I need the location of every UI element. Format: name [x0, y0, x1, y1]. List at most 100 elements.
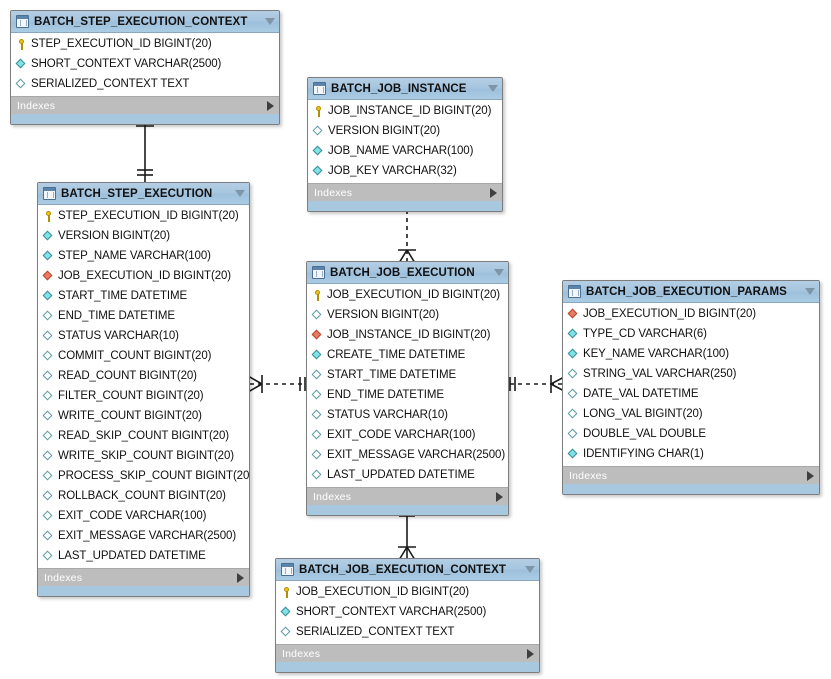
column-row[interactable]: STATUS VARCHAR(10) — [38, 326, 249, 346]
column-label: JOB_KEY VARCHAR(32) — [328, 165, 457, 177]
entity-header-batch_step_execution[interactable]: BATCH_STEP_EXECUTION — [38, 183, 249, 205]
not-null-diamond-icon — [568, 349, 579, 360]
column-row[interactable]: VERSION BIGINT(20) — [307, 305, 508, 325]
chevron-down-icon[interactable] — [265, 18, 275, 25]
entity-header-batch_job_execution[interactable]: BATCH_JOB_EXECUTION — [307, 262, 508, 284]
column-label: VERSION BIGINT(20) — [58, 230, 170, 242]
nullable-diamond-icon — [568, 429, 579, 440]
indexes-bar[interactable]: Indexes — [276, 644, 539, 662]
column-row[interactable]: STATUS VARCHAR(10) — [307, 405, 508, 425]
column-row[interactable]: JOB_EXECUTION_ID BIGINT(20) — [307, 285, 508, 305]
column-label: STATUS VARCHAR(10) — [58, 330, 179, 342]
column-row[interactable]: EXIT_MESSAGE VARCHAR(2500) — [307, 445, 508, 465]
column-list: JOB_EXECUTION_ID BIGINT(20) SHORT_CONTEXT… — [276, 581, 539, 644]
column-row[interactable]: END_TIME DATETIME — [307, 385, 508, 405]
indexes-bar[interactable]: Indexes — [563, 466, 819, 484]
chevron-right-icon[interactable] — [527, 648, 534, 659]
column-list: JOB_INSTANCE_ID BIGINT(20)VERSION BIGINT… — [308, 100, 502, 183]
indexes-bar[interactable]: Indexes — [308, 183, 502, 201]
column-row[interactable]: SHORT_CONTEXT VARCHAR(2500) — [11, 54, 279, 74]
column-row[interactable]: STRING_VAL VARCHAR(250) — [563, 364, 819, 384]
column-row[interactable]: JOB_NAME VARCHAR(100) — [308, 141, 502, 161]
chevron-down-icon[interactable] — [805, 288, 815, 295]
column-row[interactable]: WRITE_COUNT BIGINT(20) — [38, 406, 249, 426]
column-row[interactable]: PROCESS_SKIP_COUNT BIGINT(20) — [38, 466, 249, 486]
column-row[interactable]: EXIT_MESSAGE VARCHAR(2500) — [38, 526, 249, 546]
column-row[interactable]: TYPE_CD VARCHAR(6) — [563, 324, 819, 344]
column-label: EXIT_CODE VARCHAR(100) — [327, 429, 476, 441]
column-row[interactable]: VERSION BIGINT(20) — [38, 226, 249, 246]
chevron-right-icon[interactable] — [490, 187, 497, 198]
indexes-bar[interactable]: Indexes — [11, 96, 279, 114]
column-row[interactable]: DATE_VAL DATETIME — [563, 384, 819, 404]
column-row[interactable]: JOB_INSTANCE_ID BIGINT(20) — [308, 101, 502, 121]
column-label: CREATE_TIME DATETIME — [327, 349, 466, 361]
chevron-right-icon[interactable] — [496, 491, 503, 502]
indexes-bar[interactable]: Indexes — [38, 568, 249, 586]
nullable-diamond-icon — [43, 491, 54, 502]
entity-table-batch_step_execution_context[interactable]: BATCH_STEP_EXECUTION_CONTEXT STEP_EXECUTI… — [10, 10, 280, 125]
primary-key-icon — [43, 210, 54, 222]
column-row[interactable]: IDENTIFYING CHAR(1) — [563, 444, 819, 464]
column-row[interactable]: COMMIT_COUNT BIGINT(20) — [38, 346, 249, 366]
entity-header-batch_job_execution_params[interactable]: BATCH_JOB_EXECUTION_PARAMS — [563, 281, 819, 303]
chevron-down-icon[interactable] — [235, 190, 245, 197]
column-label: JOB_EXECUTION_ID BIGINT(20) — [296, 586, 470, 598]
indexes-bar[interactable]: Indexes — [307, 487, 508, 505]
column-row[interactable]: END_TIME DATETIME — [38, 306, 249, 326]
column-row[interactable]: STEP_NAME VARCHAR(100) — [38, 246, 249, 266]
relationship-job-execution-to-step-execution — [246, 368, 312, 400]
column-row[interactable]: JOB_EXECUTION_ID BIGINT(20) — [38, 266, 249, 286]
column-row[interactable]: JOB_EXECUTION_ID BIGINT(20) — [276, 582, 539, 602]
column-row[interactable]: READ_SKIP_COUNT BIGINT(20) — [38, 426, 249, 446]
column-row[interactable]: EXIT_CODE VARCHAR(100) — [38, 506, 249, 526]
column-row[interactable]: LAST_UPDATED DATETIME — [307, 465, 508, 485]
column-row[interactable]: STEP_EXECUTION_ID BIGINT(20) — [38, 206, 249, 226]
column-row[interactable]: EXIT_CODE VARCHAR(100) — [307, 425, 508, 445]
column-row[interactable]: CREATE_TIME DATETIME — [307, 345, 508, 365]
column-row[interactable]: SERIALIZED_CONTEXT TEXT — [276, 622, 539, 642]
chevron-down-icon[interactable] — [488, 85, 498, 92]
entity-header-batch_job_instance[interactable]: BATCH_JOB_INSTANCE — [308, 78, 502, 100]
column-row[interactable]: START_TIME DATETIME — [38, 286, 249, 306]
entity-header-batch_step_execution_context[interactable]: BATCH_STEP_EXECUTION_CONTEXT — [11, 11, 279, 33]
chevron-right-icon[interactable] — [807, 470, 814, 481]
chevron-down-icon[interactable] — [494, 269, 504, 276]
column-row[interactable]: WRITE_SKIP_COUNT BIGINT(20) — [38, 446, 249, 466]
column-row[interactable]: ROLLBACK_COUNT BIGINT(20) — [38, 486, 249, 506]
nullable-diamond-icon — [312, 430, 323, 441]
nullable-diamond-icon — [43, 551, 54, 562]
column-row[interactable]: LAST_UPDATED DATETIME — [38, 546, 249, 566]
column-row[interactable]: READ_COUNT BIGINT(20) — [38, 366, 249, 386]
column-row[interactable]: JOB_EXECUTION_ID BIGINT(20) — [563, 304, 819, 324]
column-row[interactable]: SERIALIZED_CONTEXT TEXT — [11, 74, 279, 94]
entity-title: BATCH_STEP_EXECUTION_CONTEXT — [34, 15, 248, 28]
chevron-right-icon[interactable] — [237, 572, 244, 583]
column-row[interactable]: JOB_INSTANCE_ID BIGINT(20) — [307, 325, 508, 345]
column-row[interactable]: KEY_NAME VARCHAR(100) — [563, 344, 819, 364]
column-row[interactable]: VERSION BIGINT(20) — [308, 121, 502, 141]
entity-table-batch_step_execution[interactable]: BATCH_STEP_EXECUTION STEP_EXECUTION_ID BI… — [37, 182, 250, 597]
column-label: STEP_EXECUTION_ID BIGINT(20) — [58, 210, 239, 222]
column-row[interactable]: FILTER_COUNT BIGINT(20) — [38, 386, 249, 406]
column-row[interactable]: DOUBLE_VAL DOUBLE — [563, 424, 819, 444]
not-null-diamond-icon — [568, 449, 579, 460]
nullable-diamond-icon — [43, 331, 54, 342]
column-row[interactable]: LONG_VAL BIGINT(20) — [563, 404, 819, 424]
primary-key-icon — [281, 586, 292, 598]
column-label: JOB_NAME VARCHAR(100) — [328, 145, 474, 157]
chevron-down-icon[interactable] — [525, 566, 535, 573]
column-row[interactable]: START_TIME DATETIME — [307, 365, 508, 385]
primary-key-icon — [313, 105, 324, 117]
column-label: EXIT_MESSAGE VARCHAR(2500) — [58, 530, 237, 542]
column-row[interactable]: JOB_KEY VARCHAR(32) — [308, 161, 502, 181]
column-row[interactable]: STEP_EXECUTION_ID BIGINT(20) — [11, 34, 279, 54]
entity-header-batch_job_execution_context[interactable]: BATCH_JOB_EXECUTION_CONTEXT — [276, 559, 539, 581]
chevron-right-icon[interactable] — [267, 100, 274, 111]
column-row[interactable]: SHORT_CONTEXT VARCHAR(2500) — [276, 602, 539, 622]
column-label: EXIT_MESSAGE VARCHAR(2500) — [327, 449, 506, 461]
